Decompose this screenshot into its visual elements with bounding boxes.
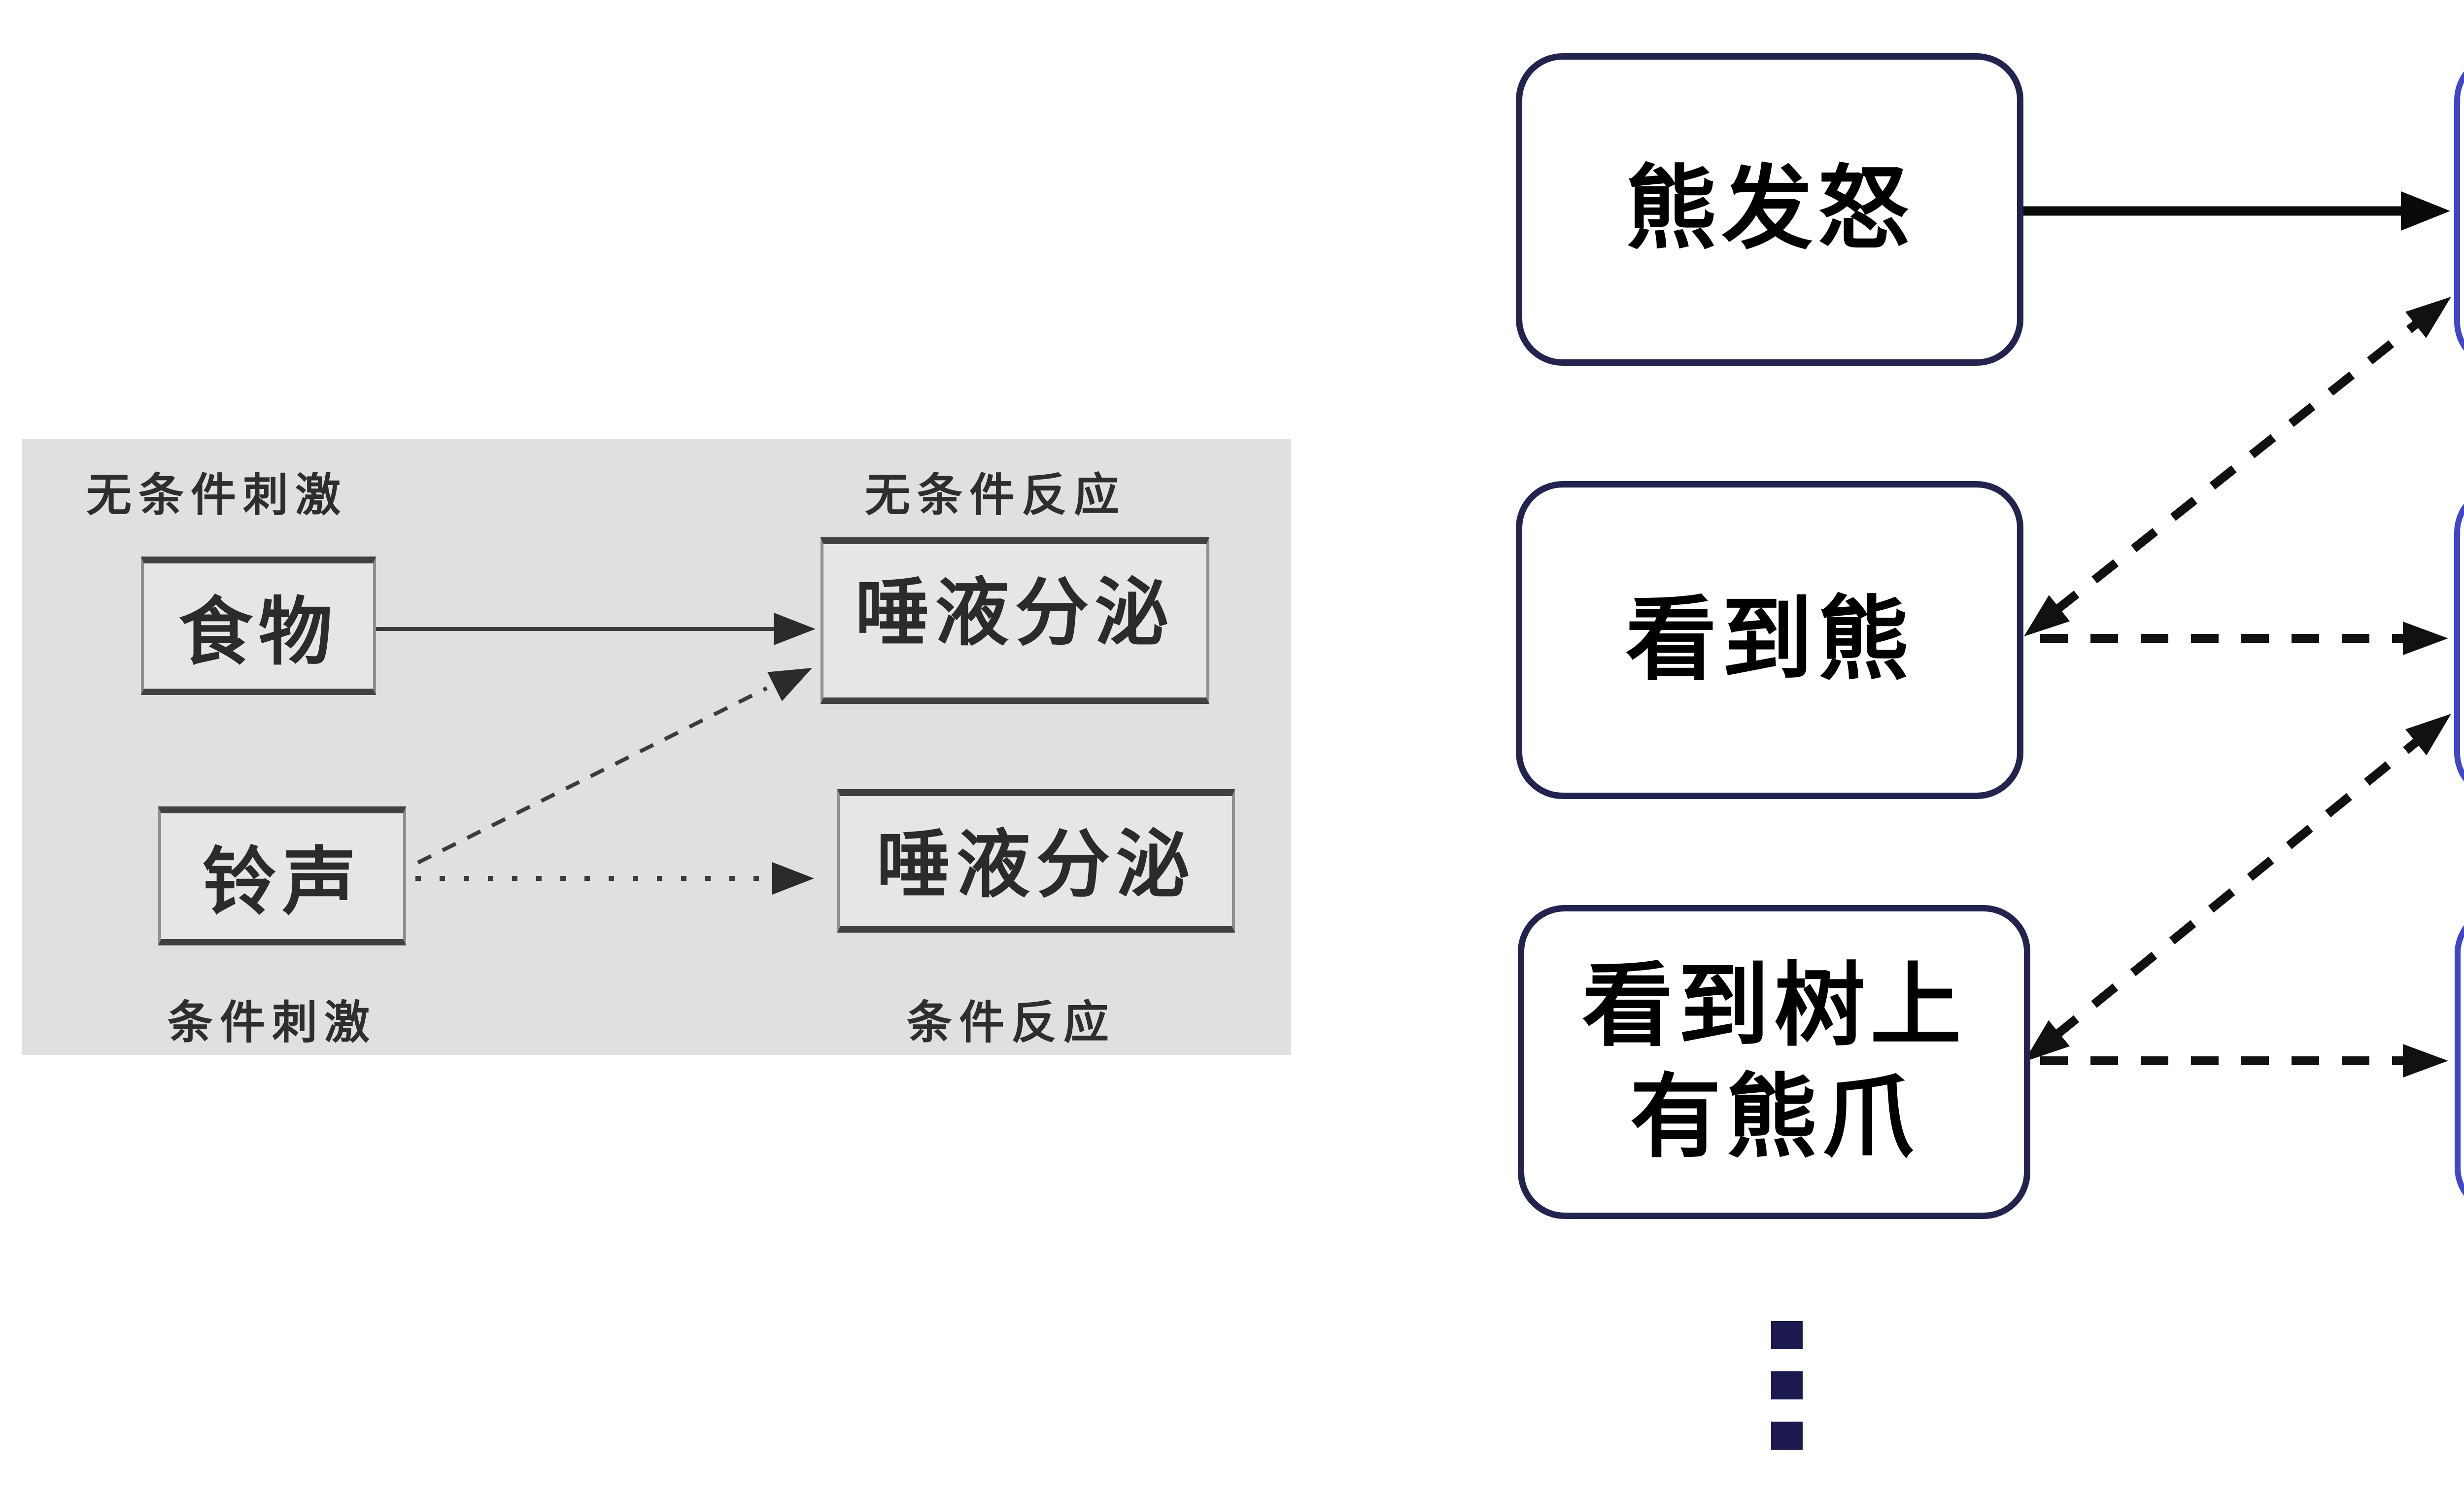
box-see-bear: 看到熊: [1516, 481, 2023, 799]
label-unconditioned-response: 无条件反应: [865, 470, 1127, 521]
dashed-diagonal-2-head-top-icon: [2405, 714, 2451, 756]
arrow-food-head-icon: [774, 613, 816, 645]
dashed-horizontal-1-head-icon: [2403, 622, 2448, 655]
box-see-bear-label: 看到熊: [1625, 589, 1914, 691]
arrow-bell-to-salivation-top: [417, 668, 812, 865]
ellipsis-dot-left-2: [1771, 1371, 1803, 1399]
label-unconditioned-stimulus: 无条件刺激: [86, 470, 348, 521]
label-conditioned-response: 条件反应: [907, 998, 1116, 1048]
box-salivation-top: 唾液分泌: [821, 537, 1209, 704]
box-bell: 铃声: [158, 806, 406, 945]
box-see-claw-line1: 看到树上: [1582, 955, 1966, 1057]
dashed-diagonal-2-line: [2052, 735, 2424, 1040]
dashed-diagonal-1-line: [2052, 316, 2424, 615]
box-value-state: V(s): [2455, 906, 2464, 1215]
dashed-arrow-claw-vnext: [2024, 714, 2451, 1062]
arrow-bell-diagonal-line: [417, 686, 768, 865]
arrow-food-to-salivation: [376, 613, 816, 645]
box-reward: 奖励: [2454, 53, 2464, 369]
box-value-next-state: V(s′): [2454, 486, 2464, 800]
arrow-bear-to-reward: [2023, 191, 2450, 231]
dashed-arrow-see-bear-to-vnext: [2040, 622, 2448, 655]
ellipsis-dot-left-3: [1771, 1422, 1803, 1450]
box-see-claw-line2: 有熊爪: [1630, 1066, 1918, 1168]
dashed-diagonal-2-head-bottom-icon: [2024, 1020, 2070, 1062]
dashed-arrow-see-bear-reward: [2024, 297, 2451, 636]
label-conditioned-stimulus: 条件刺激: [168, 998, 377, 1048]
box-see-claw-on-tree: 看到树上 有熊爪: [1518, 905, 2030, 1219]
arrow-bell-horizontal-head-icon: [772, 862, 814, 895]
box-bear-angry: 熊发怒: [1516, 53, 2023, 366]
arrow-bell-to-salivation-bottom: [415, 862, 814, 895]
ellipsis-dot-left-1: [1771, 1321, 1803, 1349]
dashed-diagonal-1-head-top-icon: [2405, 297, 2451, 338]
box-bear-angry-label: 熊发怒: [1625, 158, 1914, 260]
box-salivation-bottom: 唾液分泌: [837, 789, 1235, 933]
dashed-horizontal-2-head-icon: [2403, 1044, 2448, 1078]
dashed-diagonal-1-head-bottom-icon: [2024, 595, 2070, 636]
box-food: 食物: [141, 557, 376, 695]
dashed-arrow-claw-to-v: [2040, 1044, 2448, 1078]
arrow-bear-head-icon: [2401, 191, 2450, 231]
arrow-bell-diagonal-head-icon: [767, 668, 812, 701]
